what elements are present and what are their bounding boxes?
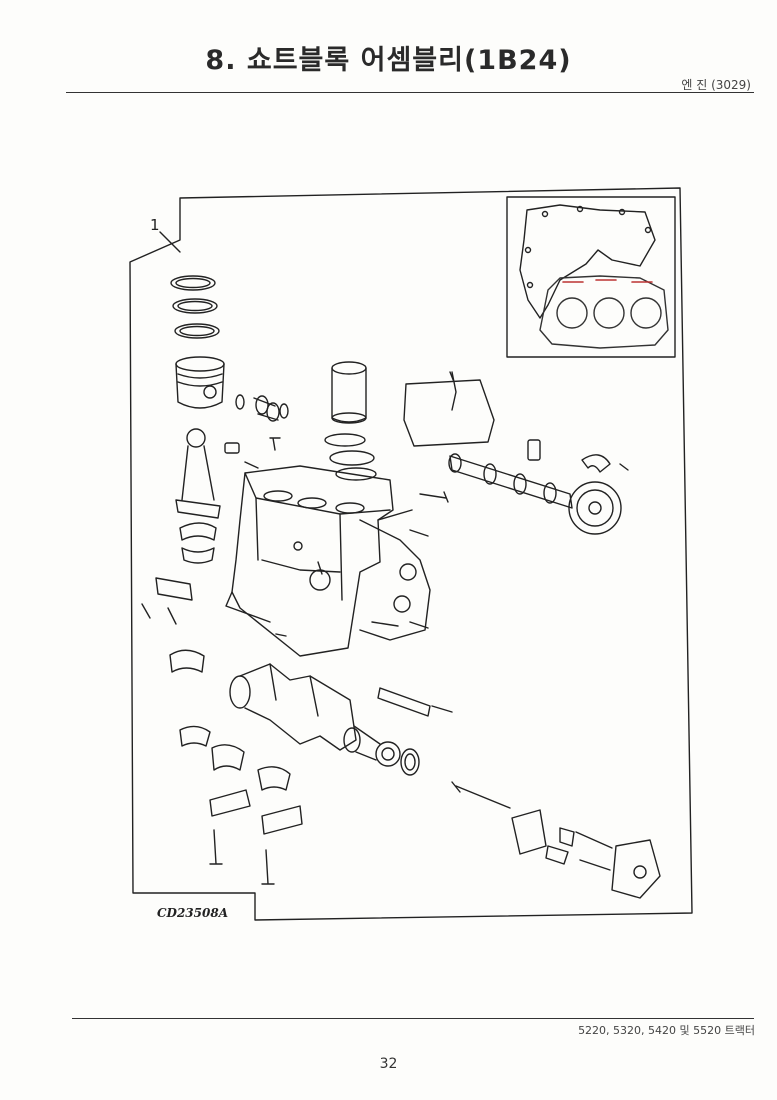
crankshaft-gear <box>375 741 401 767</box>
main-cap-bolts <box>209 829 275 885</box>
front-oil-seal <box>400 748 420 776</box>
figure-code: CD23508A <box>157 906 229 920</box>
page-title: 8. 쇼트블록 어셈블리(1B24) <box>205 45 572 76</box>
camshaft-gear <box>568 481 622 535</box>
liner-o-rings <box>324 433 377 481</box>
oil-pump-body <box>511 809 575 865</box>
main-bearing-shells <box>169 649 291 791</box>
oil-pump-cover <box>611 839 661 899</box>
camshaft <box>448 453 573 509</box>
thrust-plate <box>581 454 629 473</box>
callout-leader-line <box>159 231 181 253</box>
footer-rule <box>72 1018 754 1019</box>
rod-cap <box>141 577 193 625</box>
rod-bushings <box>224 437 281 469</box>
piston <box>175 356 225 409</box>
cylinder-liner <box>331 361 367 424</box>
oil-pump-bolt <box>451 781 511 809</box>
oil-pump-drive-shaft <box>377 687 453 717</box>
piston-pin <box>235 394 289 422</box>
rocker-arm-cover <box>403 371 495 447</box>
gasket-set-inset <box>506 196 676 358</box>
assembly-group-outline <box>129 187 693 921</box>
main-bearing-caps <box>209 789 303 835</box>
header-rule <box>66 92 754 93</box>
timing-cover-gasket <box>519 204 656 319</box>
connecting-rod <box>175 428 221 519</box>
piston-rings <box>170 275 220 339</box>
oil-pump-shafts <box>575 831 613 871</box>
callout-number: 1 <box>150 216 160 234</box>
rod-bearing-shells <box>179 522 217 564</box>
cam-follower <box>527 439 541 461</box>
crankshaft <box>229 663 381 761</box>
head-gasket <box>539 275 669 349</box>
block-studs <box>275 491 449 637</box>
page-number: 32 <box>379 1056 398 1072</box>
cylinder-block <box>225 465 431 657</box>
section-reference: 엔 진 (3029) <box>681 78 751 92</box>
model-applicability-note: 5220, 5320, 5420 및 5520 트랙터 <box>578 1024 755 1037</box>
